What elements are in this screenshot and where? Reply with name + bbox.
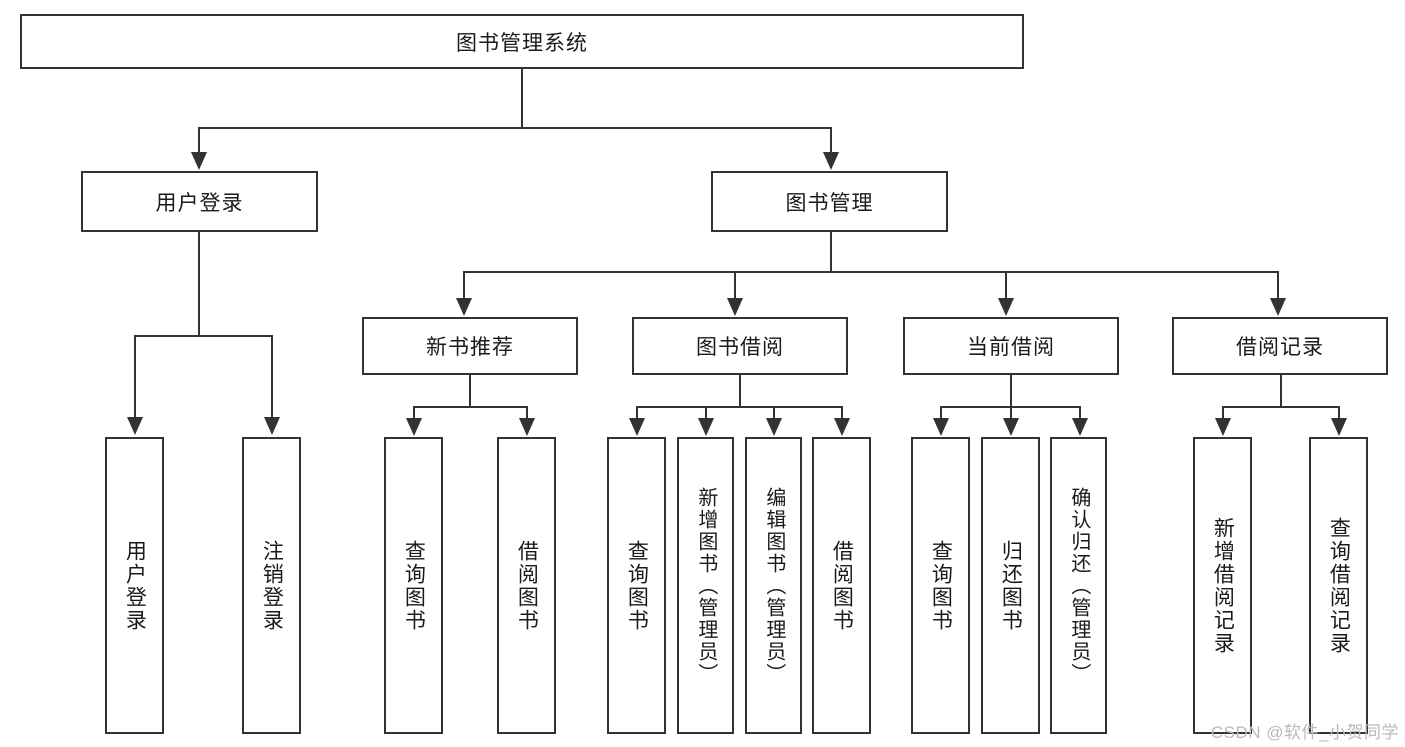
node-label: 查询图书 <box>625 539 649 632</box>
arrowhead-to-user-login <box>191 152 207 170</box>
connector-new-book-bus <box>413 406 527 408</box>
leaf-new-book-borrow-book[interactable]: 借阅图书 <box>497 437 556 734</box>
node-label: 查询图书 <box>402 539 426 632</box>
leaf-current-borrow-return-book[interactable]: 归还图书 <box>981 437 1040 734</box>
leaf-book-borrow-edit-book-admin[interactable]: 编辑图书（管理员） <box>745 437 802 734</box>
connector-root-stem <box>521 69 523 128</box>
leaf-user-login-logout[interactable]: 注销登录 <box>242 437 301 734</box>
node-label: 借阅图书 <box>515 539 539 632</box>
node-label: 注销登录 <box>260 539 284 632</box>
node-label: 借阅图书 <box>830 539 854 632</box>
connector-book-borrow-drop-4 <box>841 406 843 420</box>
arrowhead-new-book-leaf-2 <box>519 418 535 436</box>
arrowhead-book-borrow-leaf-1 <box>629 418 645 436</box>
leaf-book-borrow-borrow-book[interactable]: 借阅图书 <box>812 437 871 734</box>
connector-current-borrow-stem <box>1010 375 1012 407</box>
arrowhead-to-borrow-record <box>1270 298 1286 316</box>
node-label: 新书推荐 <box>426 336 514 359</box>
connector-root-to-user-login <box>198 127 200 155</box>
leaf-book-borrow-add-book-admin[interactable]: 新增图书（管理员） <box>677 437 734 734</box>
leaf-current-borrow-query-book[interactable]: 查询图书 <box>911 437 970 734</box>
leaf-book-borrow-query-book[interactable]: 查询图书 <box>607 437 666 734</box>
connector-book-manage-drop-3 <box>1005 271 1007 301</box>
connector-book-manage-bus <box>463 271 1278 273</box>
arrowhead-current-borrow-leaf-2 <box>1003 418 1019 436</box>
node-label: 图书管理系统 <box>456 31 588 55</box>
arrowhead-user-login-leaf-1 <box>127 417 143 435</box>
connector-book-borrow-drop-2 <box>705 406 707 420</box>
node-book-borrow[interactable]: 图书借阅 <box>632 317 848 375</box>
leaf-current-borrow-confirm-return-admin[interactable]: 确认归还（管理员） <box>1050 437 1107 734</box>
arrowhead-to-book-manage <box>823 152 839 170</box>
arrowhead-current-borrow-leaf-3 <box>1072 418 1088 436</box>
watermark-text: CSDN @软件_小贺同学 <box>1210 723 1399 742</box>
connector-root-to-book-manage <box>830 127 832 155</box>
node-label: 图书管理 <box>785 191 874 215</box>
connector-book-borrow-bus <box>636 406 842 408</box>
node-borrow-record[interactable]: 借阅记录 <box>1172 317 1388 375</box>
arrowhead-to-new-book <box>456 298 472 316</box>
node-root-system[interactable]: 图书管理系统 <box>20 14 1024 69</box>
connector-new-book-stem <box>469 375 471 407</box>
arrowhead-borrow-record-leaf-2 <box>1331 418 1347 436</box>
node-label: 归还图书 <box>999 539 1023 632</box>
node-label: 借阅记录 <box>1236 336 1324 359</box>
connector-book-manage-drop-1 <box>463 271 465 301</box>
connector-user-login-bus <box>134 335 272 337</box>
node-new-book-recommend[interactable]: 新书推荐 <box>362 317 578 375</box>
connector-current-borrow-drop-2 <box>1010 406 1012 420</box>
node-current-borrow[interactable]: 当前借阅 <box>903 317 1119 375</box>
node-label: 图书借阅 <box>696 336 784 359</box>
connector-new-book-drop-1 <box>413 406 415 420</box>
node-label: 新增图书（管理员） <box>694 486 717 685</box>
arrowhead-current-borrow-leaf-1 <box>933 418 949 436</box>
connector-borrow-record-stem <box>1280 375 1282 407</box>
node-label: 查询借阅记录 <box>1327 516 1351 655</box>
node-label: 用户登录 <box>123 539 147 632</box>
node-label: 查询图书 <box>929 539 953 632</box>
connector-book-borrow-stem <box>739 375 741 407</box>
connector-borrow-record-drop-2 <box>1338 406 1340 420</box>
arrowhead-book-borrow-leaf-3 <box>766 418 782 436</box>
connector-user-login-drop-2 <box>271 335 273 419</box>
connector-book-manage-drop-4 <box>1277 271 1279 301</box>
connector-book-borrow-drop-3 <box>773 406 775 420</box>
node-label: 用户登录 <box>155 191 244 215</box>
arrowhead-to-book-borrow <box>727 298 743 316</box>
connector-user-login-stem <box>198 232 200 336</box>
arrowhead-borrow-record-leaf-1 <box>1215 418 1231 436</box>
connector-new-book-drop-2 <box>526 406 528 420</box>
connector-book-borrow-drop-1 <box>636 406 638 420</box>
connector-borrow-record-drop-1 <box>1222 406 1224 420</box>
connector-book-manage-stem <box>830 232 832 272</box>
node-user-login[interactable]: 用户登录 <box>81 171 318 232</box>
connector-book-manage-drop-2 <box>734 271 736 301</box>
node-label: 当前借阅 <box>967 336 1055 359</box>
leaf-borrow-record-query-record[interactable]: 查询借阅记录 <box>1309 437 1368 734</box>
arrowhead-book-borrow-leaf-4 <box>834 418 850 436</box>
arrowhead-user-login-leaf-2 <box>264 417 280 435</box>
connector-root-bus <box>198 127 832 129</box>
connector-current-borrow-drop-3 <box>1079 406 1081 420</box>
connector-current-borrow-drop-1 <box>940 406 942 420</box>
leaf-user-login-login[interactable]: 用户登录 <box>105 437 164 734</box>
arrowhead-book-borrow-leaf-2 <box>698 418 714 436</box>
arrowhead-to-current-borrow <box>998 298 1014 316</box>
connector-borrow-record-bus <box>1222 406 1339 408</box>
leaf-borrow-record-add-record[interactable]: 新增借阅记录 <box>1193 437 1252 734</box>
node-label: 编辑图书（管理员） <box>762 486 785 685</box>
node-book-management[interactable]: 图书管理 <box>711 171 948 232</box>
node-label: 新增借阅记录 <box>1211 516 1235 655</box>
arrowhead-new-book-leaf-1 <box>406 418 422 436</box>
node-label: 确认归还（管理员） <box>1067 486 1090 685</box>
connector-user-login-drop-1 <box>134 335 136 419</box>
leaf-new-book-query-book[interactable]: 查询图书 <box>384 437 443 734</box>
